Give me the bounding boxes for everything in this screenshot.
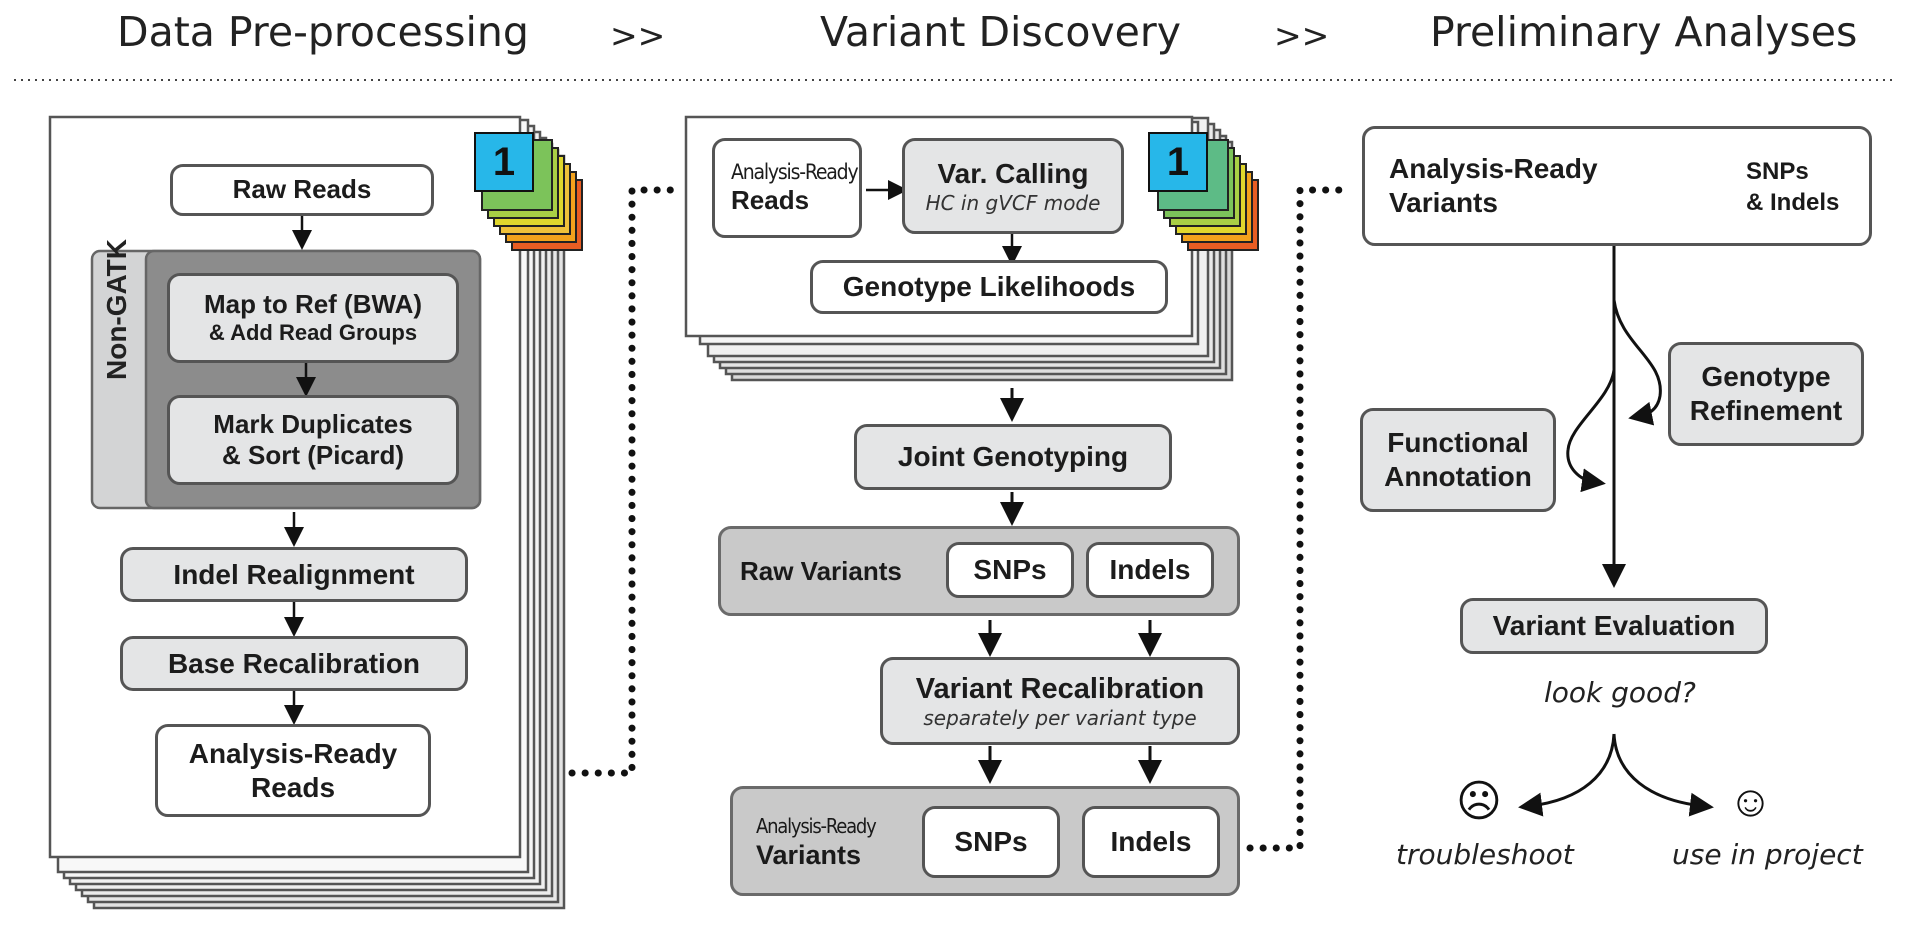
functional-annotation-line2: Annotation xyxy=(1384,461,1532,492)
stage-title-discovery: Variant Discovery xyxy=(820,8,1182,56)
functional-annotation-box: Functional Annotation xyxy=(1360,408,1556,512)
analysis-ready-reads-line2: Reads xyxy=(250,771,336,803)
analysis-ready-variants-box: Analysis-Ready Variants xyxy=(1362,126,1872,246)
genotype-likelihoods-box: Genotype Likelihoods xyxy=(810,260,1168,314)
good-branch xyxy=(1612,733,1714,817)
var-calling-sub-label: HC in gVCF mode xyxy=(925,190,1101,215)
dotted-connector-1 xyxy=(568,186,676,777)
ar-snps-label: SNPs xyxy=(954,826,1028,858)
dotted-connector-2 xyxy=(1246,186,1354,852)
variant-evaluation-box: Variant Evaluation xyxy=(1460,598,1768,654)
refinement-branch xyxy=(1612,299,1662,426)
variant-evaluation-label: Variant Evaluation xyxy=(1492,610,1736,642)
var-calling-box: Var. Calling HC in gVCF mode xyxy=(902,138,1124,234)
sample-badge-preprocessing: 1 xyxy=(474,132,534,192)
legend-indels-label: & Indels xyxy=(1746,189,1840,217)
raw-snps-box: SNPs xyxy=(946,542,1074,598)
sad-face-icon: ☹ xyxy=(1456,777,1502,826)
legend-snps-label: SNPs xyxy=(1746,158,1809,185)
input-reads-small-label: Analysis-Ready xyxy=(731,159,859,184)
map-to-ref-box: Map to Ref (BWA) & Add Read Groups xyxy=(167,273,459,363)
analysis-ready-reads-line1: Analysis-Ready xyxy=(188,737,398,769)
variant-recalibration-sub-label: separately per variant type xyxy=(923,706,1197,731)
indel-realignment-label: Indel Realignment xyxy=(173,558,415,590)
joint-genotyping-label: Joint Genotyping xyxy=(897,441,1129,473)
indel-realignment-box: Indel Realignment xyxy=(120,547,468,602)
sample-badge-discovery: 1 xyxy=(1148,132,1208,192)
ar-indels-label: Indels xyxy=(1110,826,1192,858)
functional-annotation-line1: Functional xyxy=(1387,427,1529,459)
stage-title-preprocessing: Data Pre-processing xyxy=(117,8,529,56)
genotype-refinement-line2: Refinement xyxy=(1689,395,1843,426)
genotype-refinement-line1: Genotype xyxy=(1701,361,1831,393)
var-calling-label: Var. Calling xyxy=(937,158,1089,190)
raw-indels-label: Indels xyxy=(1109,554,1191,586)
raw-snps-label: SNPs xyxy=(973,554,1047,586)
ar-variants-small-label: Analysis-Ready xyxy=(756,814,877,838)
stage-title-analyses: Preliminary Analyses xyxy=(1430,8,1858,56)
variant-legend-label: SNPs & Indels xyxy=(1746,156,1839,218)
analysis-ready-reads-box: Analysis-Ready Reads xyxy=(155,724,431,817)
base-recalibration-box: Base Recalibration xyxy=(120,636,468,691)
ar-variants-group-label: Analysis-Ready Variants xyxy=(756,814,877,871)
raw-indels-box: Indels xyxy=(1086,542,1214,598)
ar-snps-box: SNPs xyxy=(922,806,1060,878)
ar-variants-line1: Analysis-Ready xyxy=(1389,153,1598,185)
look-good-question: look good? xyxy=(1544,676,1696,709)
troubleshoot-label: troubleshoot xyxy=(1396,838,1574,871)
genotype-refinement-box: Genotype Refinement xyxy=(1668,342,1864,446)
input-reads-box: Analysis-Ready Reads xyxy=(712,138,862,238)
happy-face-icon: ☺ xyxy=(1728,777,1773,826)
raw-reads-box: Raw Reads xyxy=(170,164,434,216)
mark-duplicates-label: Mark Duplicates xyxy=(213,408,413,439)
ar-variants-line2: Variants xyxy=(1389,187,1498,218)
stage-separator-1: >> xyxy=(610,16,666,55)
map-to-ref-label: Map to Ref (BWA) xyxy=(203,289,423,320)
joint-genotyping-box: Joint Genotyping xyxy=(854,424,1172,490)
sort-picard-label: & Sort (Picard) xyxy=(221,440,405,470)
raw-variants-label: Raw Variants xyxy=(740,556,902,586)
base-recalibration-label: Base Recalibration xyxy=(167,647,421,679)
variant-recalibration-box: Variant Recalibration separately per var… xyxy=(880,657,1240,745)
raw-reads-label: Raw Reads xyxy=(232,174,372,205)
annotation-branch xyxy=(1566,369,1616,493)
input-reads-big-label: Reads xyxy=(731,185,810,215)
genotype-likelihoods-label: Genotype Likelihoods xyxy=(842,271,1136,303)
ar-indels-box: Indels xyxy=(1082,806,1220,878)
variant-recalibration-label: Variant Recalibration xyxy=(915,672,1205,705)
mark-duplicates-box: Mark Duplicates & Sort (Picard) xyxy=(167,395,459,485)
stage-separator-2: >> xyxy=(1274,16,1330,55)
use-in-project-label: use in project xyxy=(1672,838,1863,871)
non-gatk-label: Non-GATK xyxy=(101,239,132,380)
add-read-groups-label: & Add Read Groups xyxy=(208,320,418,346)
bad-branch xyxy=(1518,733,1616,817)
ar-variants-big-label: Variants xyxy=(756,840,862,870)
